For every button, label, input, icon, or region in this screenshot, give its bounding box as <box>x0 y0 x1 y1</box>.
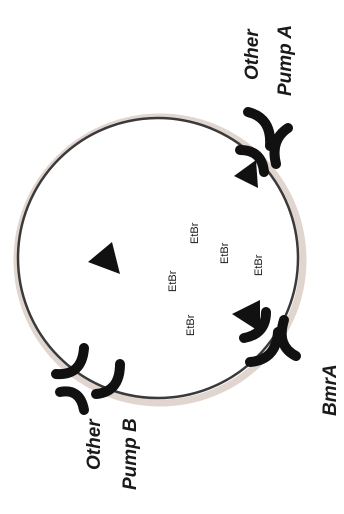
pump-b-label-line2: Pump B <box>120 418 141 490</box>
pump-a-label-line2: Pump A <box>275 25 296 96</box>
etbr-label: EtBr <box>189 222 201 244</box>
pump-b-arc-tail <box>60 391 84 410</box>
etbr-label: EtBr <box>253 254 265 276</box>
bmra-label: BmrA <box>320 364 341 416</box>
etbr-label: EtBr <box>185 314 197 336</box>
etbr-label: EtBr <box>167 270 179 292</box>
pump-b-label-line1: Other <box>84 418 105 470</box>
pump-a-label-line1: Other <box>242 28 263 80</box>
pump-a-arc-left <box>275 128 289 164</box>
etbr-label: EtBr <box>219 242 231 264</box>
pump-a-arc-outer <box>248 112 270 146</box>
